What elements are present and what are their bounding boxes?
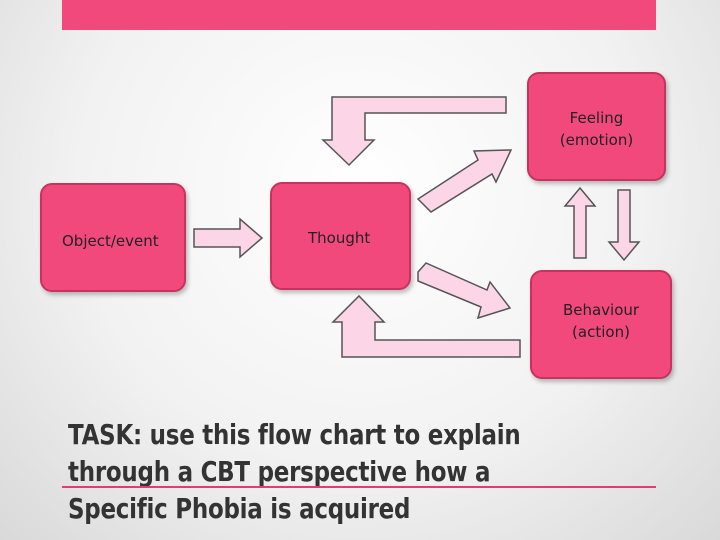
node-behaviour-subtitle: (action) xyxy=(572,323,630,341)
node-object-event-label: Object/event xyxy=(62,232,159,250)
node-feeling-title: Feeling xyxy=(569,109,624,127)
node-feeling-label: Feeling (emotion) xyxy=(529,107,664,151)
node-behaviour-label: Behaviour (action) xyxy=(532,299,670,343)
arrow-thought-to-feeling xyxy=(416,149,513,213)
node-feeling-subtitle: (emotion) xyxy=(559,131,634,149)
node-thought-label: Thought xyxy=(308,229,371,247)
arrow-feeling-loop-to-thought xyxy=(321,96,507,167)
task-underline xyxy=(62,486,656,488)
task-instruction: TASK: use this flow chart to explain thr… xyxy=(68,418,521,525)
node-behaviour: Behaviour (action) xyxy=(530,270,672,379)
node-thought: Thought xyxy=(270,182,411,290)
arrow-behaviour-to-feeling xyxy=(563,186,597,259)
title-bar xyxy=(62,0,656,30)
node-feeling: Feeling (emotion) xyxy=(527,72,666,181)
arrow-feeling-to-behaviour xyxy=(607,189,641,262)
node-object-event: Object/event xyxy=(40,183,186,292)
arrow-behaviour-loop-to-thought xyxy=(331,294,521,358)
node-behaviour-title: Behaviour xyxy=(562,301,640,319)
arrow-thought-to-behaviour xyxy=(417,262,512,320)
arrow-object-to-thought xyxy=(193,217,264,259)
